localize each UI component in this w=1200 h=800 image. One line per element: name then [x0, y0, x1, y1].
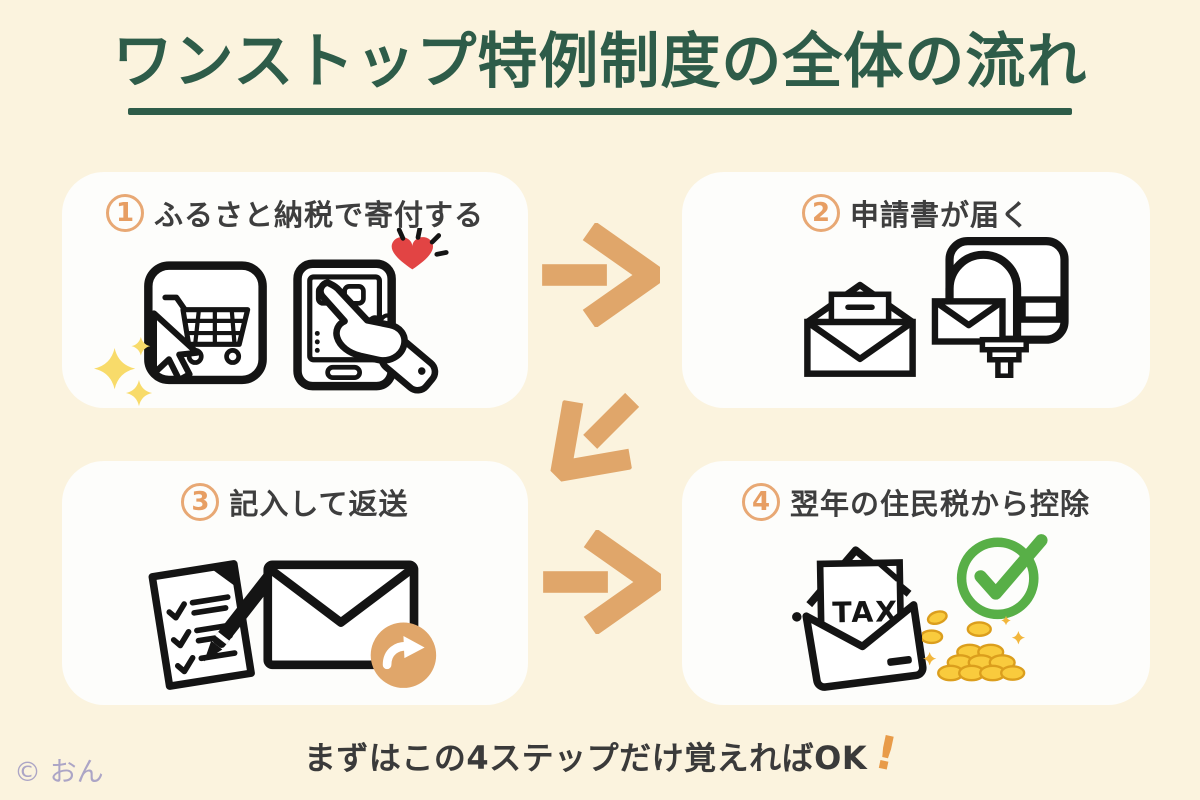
open-envelope-letter-icon [800, 274, 920, 384]
return-arrow-badge [370, 622, 437, 688]
cursor-icon [150, 310, 201, 383]
title-underline [128, 108, 1072, 115]
step-1-label: ふるさと納税で寄付する [153, 198, 484, 232]
mailbox-stand [979, 336, 1029, 379]
coins-icon [919, 589, 1027, 688]
check-circle-icon [954, 527, 1049, 626]
caption-text: まずはこの4ステップだけ覚えればOK [303, 739, 868, 777]
pen-icon [204, 569, 278, 662]
step-4-number-badge: 4 [741, 483, 780, 521]
step-2-number-badge: 2 [801, 194, 840, 232]
step-3-label: 記入して返送 [229, 487, 409, 521]
page-title: ワンストップ特例制度の全体の流れ [112, 27, 1088, 97]
copyright-credit: © おん [14, 757, 104, 788]
exclamation-mark: ! [870, 724, 903, 782]
step-4-header: 4 翌年の住民税から控除 [682, 481, 1150, 523]
step-card-2: 2 申請書が届く [682, 172, 1150, 408]
step-4-label: 翌年の住民税から控除 [789, 487, 1090, 521]
step-1-number-badge: 1 [105, 194, 144, 232]
checklist-pen-icon [144, 553, 278, 698]
shopping-cart-icon [94, 260, 272, 414]
step-card-4: 4 翌年の住民税から控除 TAX [682, 461, 1150, 705]
step-card-3: 3 記入して返送 [62, 461, 528, 705]
step-3-header: 3 記入して返送 [62, 481, 528, 523]
step-3-number-badge: 3 [181, 483, 220, 521]
flow-arrow-step2-to-step3 [522, 366, 666, 510]
flow-arrow-step1-to-step2 [542, 223, 660, 327]
mailbox-envelope [931, 298, 1006, 345]
flow-arrow-step3-to-step4 [543, 530, 661, 634]
heart-icon [391, 225, 449, 270]
step-card-1: 1 ふるさと納税で寄付する [62, 172, 528, 408]
step-1-header: 1 ふるさと納税で寄付する [62, 192, 528, 234]
bottom-caption: まずはこの4ステップだけ覚えればOK ! [0, 724, 1200, 788]
smartphone-icon [290, 225, 450, 401]
tap-hand-icon [317, 279, 439, 394]
step-2-header: 2 申請書が届く [682, 192, 1150, 234]
tax-envelope-icon: TAX [790, 531, 932, 696]
mailbox-icon [924, 232, 1070, 382]
step-2-label: 申請書が届く [849, 198, 1030, 232]
envelope-return-arrow-icon [262, 559, 440, 693]
sparkles-icon [94, 336, 153, 407]
